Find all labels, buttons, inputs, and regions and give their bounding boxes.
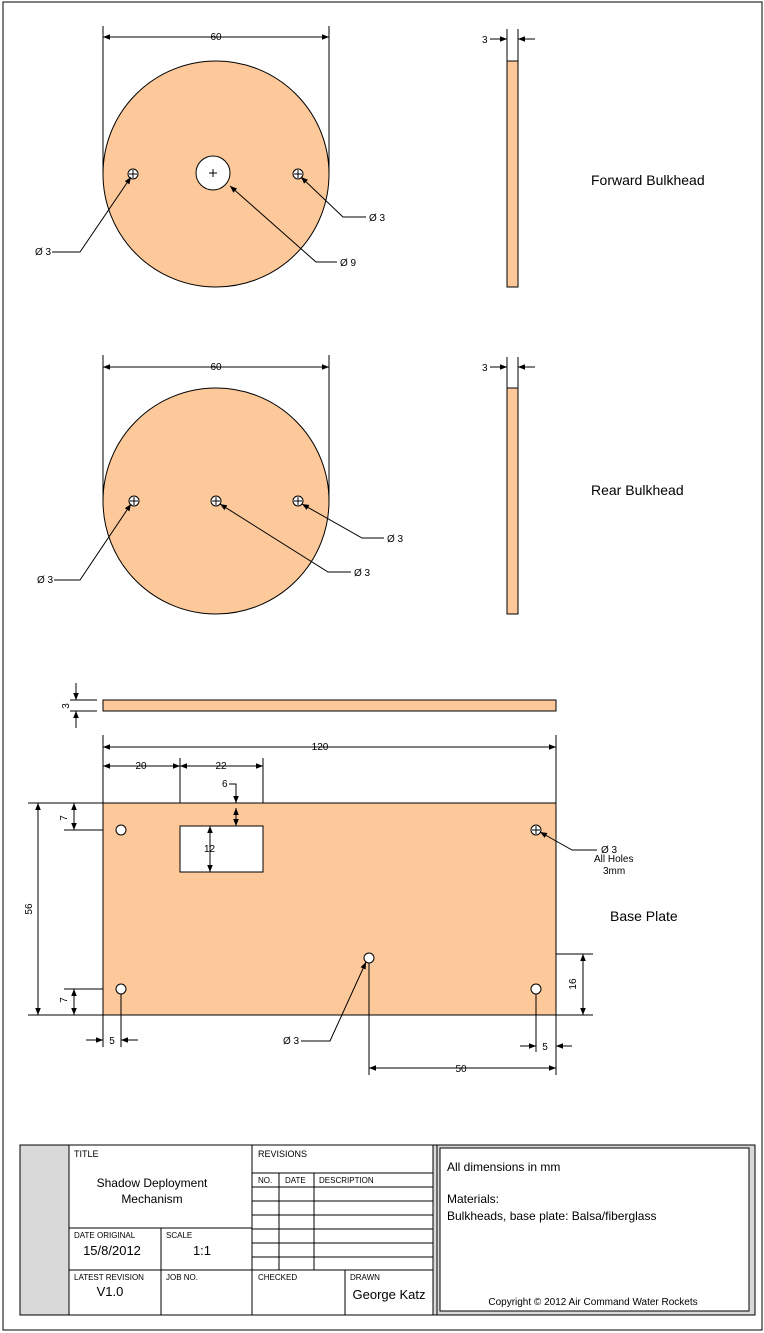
base-right-hole-dim: 5 — [542, 1042, 548, 1053]
rear-right-hole-dim: Ø 3 — [387, 534, 404, 545]
copyright: Copyright © 2012 Air Command Water Rocke… — [488, 1297, 697, 1308]
base-slot-top-dim: 6 — [222, 779, 228, 790]
base-plate-side-view — [70, 683, 557, 728]
rear-center-hole-dim: Ø 3 — [354, 568, 371, 579]
title-line-2: Mechanism — [121, 1192, 182, 1206]
note-dimensions: All dimensions in mm — [447, 1160, 560, 1174]
base-hole-note: Ø 3 — [601, 845, 618, 856]
date-original-value: 15/8/2012 — [83, 1243, 141, 1258]
title-line-1: Shadow Deployment — [97, 1176, 208, 1190]
base-plate-body — [102, 802, 557, 1016]
forward-left-hole-dim: Ø 3 — [35, 247, 52, 258]
latest-revision-label: LATEST REVISION — [74, 1273, 144, 1282]
base-hole-top-left — [115, 824, 127, 836]
forward-right-hole-dim: Ø 3 — [369, 213, 386, 224]
rev-date-header: DATE — [285, 1176, 306, 1185]
title-block — [19, 1144, 756, 1316]
forward-center-hole-dim: Ø 9 — [340, 258, 357, 269]
base-height-dim: 56 — [24, 903, 35, 915]
forward-thickness-dim: 3 — [482, 35, 488, 46]
drawn-value: George Katz — [353, 1287, 426, 1302]
base-bottom-hole-callout: Ø 3 — [283, 1036, 300, 1047]
scale-value: 1:1 — [193, 1243, 211, 1258]
revisions-label: REVISIONS — [258, 1149, 307, 1159]
rear-diameter-dim: 60 — [210, 362, 222, 373]
forward-bulkhead-label: Forward Bulkhead — [591, 172, 705, 188]
note-materials: Materials: — [447, 1192, 499, 1206]
rear-left-hole-dim: Ø 3 — [37, 575, 54, 586]
base-hole-note-2: All Holes — [594, 854, 633, 865]
drawn-label: DRAWN — [350, 1273, 380, 1282]
base-slot-height-dim: 12 — [204, 844, 216, 855]
base-slot-width-dim: 22 — [215, 761, 227, 772]
base-top-hole-dim: 7 — [59, 815, 70, 821]
rear-bulkhead — [54, 355, 384, 615]
forward-side-view — [490, 29, 535, 288]
base-right-vert-dim: 16 — [568, 978, 579, 990]
base-hole-center — [363, 952, 375, 964]
title-label: TITLE — [74, 1149, 99, 1159]
rear-thickness-dim: 3 — [482, 363, 488, 374]
base-bottom-hole-dim: 7 — [59, 997, 70, 1003]
base-thickness-dim: 3 — [61, 703, 72, 709]
base-left-hole-dim: 5 — [109, 1036, 115, 1047]
base-hole-bottom-right — [530, 983, 542, 995]
latest-revision-value: V1.0 — [97, 1284, 124, 1299]
base-plate-label: Base Plate — [610, 908, 678, 924]
rev-description-header: DESCRIPTION — [319, 1176, 374, 1185]
rear-bulkhead-label: Rear Bulkhead — [591, 482, 684, 498]
base-length-dim: 120 — [312, 742, 329, 753]
base-plate-top-view — [28, 735, 597, 1075]
base-offset-dim: 20 — [135, 761, 147, 772]
base-hole-bottom-left — [115, 983, 127, 995]
forward-bulkhead — [52, 26, 366, 288]
base-plate-slot — [179, 825, 264, 873]
base-hole-note-3: 3mm — [603, 866, 625, 877]
rev-no-header: NO. — [258, 1176, 272, 1185]
base-center-offset-dim: 50 — [455, 1064, 467, 1075]
note-materials-detail: Bulkheads, base plate: Balsa/fiberglass — [447, 1209, 656, 1223]
date-original-label: DATE ORIGINAL — [74, 1231, 136, 1240]
scale-label: SCALE — [166, 1231, 192, 1240]
forward-diameter-dim: 60 — [210, 32, 222, 43]
checked-label: CHECKED — [258, 1273, 297, 1282]
rear-side-view — [490, 357, 535, 615]
job-no-label: JOB NO. — [166, 1273, 198, 1282]
